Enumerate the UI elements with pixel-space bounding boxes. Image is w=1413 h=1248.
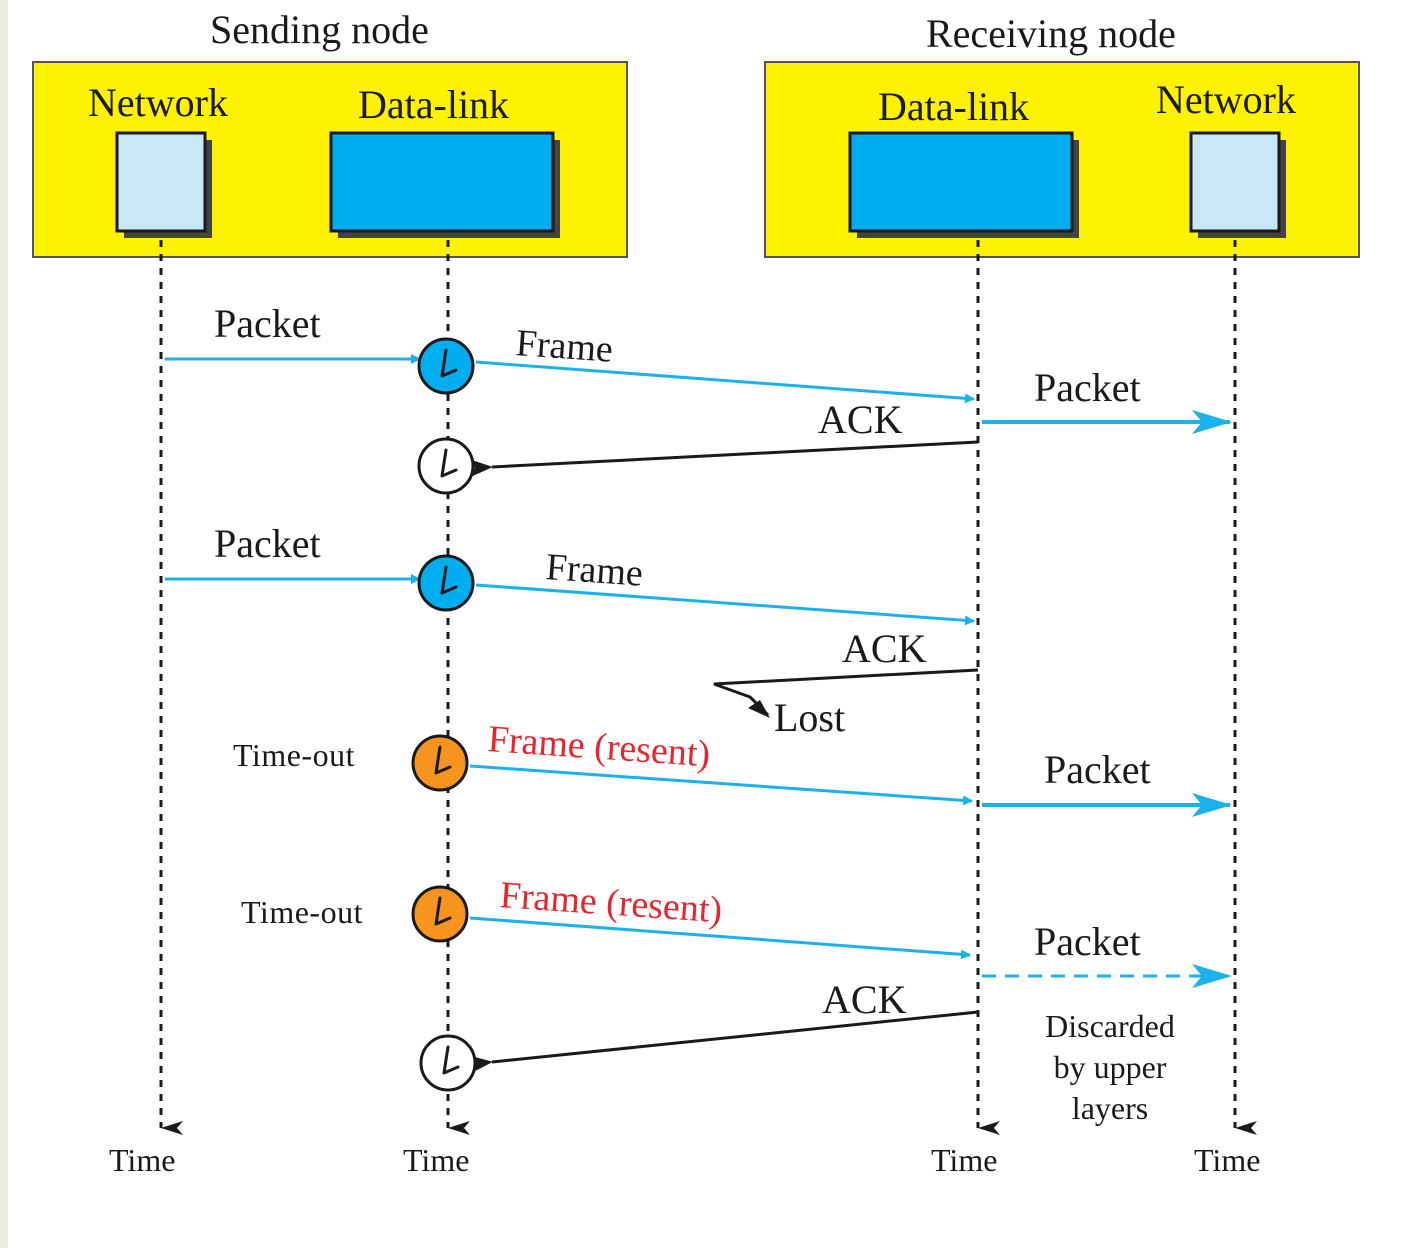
ack-1-label: ACK [818, 397, 903, 442]
timer-icon [417, 554, 475, 612]
packet-1-label: Packet [214, 301, 321, 346]
time-label-sender-network: Time [109, 1142, 176, 1178]
time-label-receiver-network: Time [1194, 1142, 1261, 1178]
time-label-receiver-datalink: Time [931, 1142, 998, 1178]
timeout-1-label: Time-out [233, 737, 355, 773]
lost-label: Lost [774, 695, 846, 740]
sender-network-box [115, 131, 207, 233]
arrow-frame-resent-1 [469, 764, 973, 806]
sender-network-label: Network [88, 80, 228, 125]
sending-node-title: Sending node [210, 7, 429, 52]
arrow-frame-1 [475, 360, 975, 404]
arrow-frame-2 [475, 583, 975, 626]
ack-2-label: ACK [842, 626, 927, 671]
sender-datalink-box [329, 131, 555, 233]
packet-2-label: Packet [214, 521, 321, 566]
discarded-line-2: by upper [1053, 1049, 1167, 1085]
timer-icon [419, 1034, 477, 1092]
timeout-2-label: Time-out [241, 894, 363, 930]
sender-datalink-label: Data-link [358, 82, 510, 127]
frame-2-label: Frame [544, 546, 645, 595]
timer-icon [411, 885, 469, 943]
frame-1-label: Frame [514, 322, 615, 371]
receiver-datalink-box [848, 131, 1074, 233]
arrow-ack-1 [466, 440, 979, 479]
arrow-ack-3 [466, 1010, 979, 1075]
discarded-line-3: layers [1071, 1090, 1149, 1126]
packet-up-3-label: Packet [1034, 919, 1141, 964]
receiver-network-label: Network [1156, 77, 1296, 122]
diagram-canvas: Sending node Receiving node Network Data… [8, 0, 1413, 1248]
lost-arrowhead [748, 700, 770, 718]
ack-3-label: ACK [822, 977, 907, 1022]
receiving-node-title: Receiving node [926, 11, 1176, 56]
packet-up-1-label: Packet [1034, 365, 1141, 410]
timer-icon [417, 437, 475, 495]
packet-up-2-label: Packet [1044, 747, 1151, 792]
receiver-datalink-label: Data-link [878, 84, 1030, 129]
discarded-line-1: Discarded [1045, 1008, 1175, 1044]
diagram-svg [32, 61, 1360, 1135]
time-label-sender-datalink: Time [403, 1142, 470, 1178]
receiver-network-box [1189, 131, 1281, 233]
timer-icon [411, 734, 469, 792]
arrow-frame-resent-2 [469, 916, 971, 960]
timer-icon [417, 337, 475, 395]
